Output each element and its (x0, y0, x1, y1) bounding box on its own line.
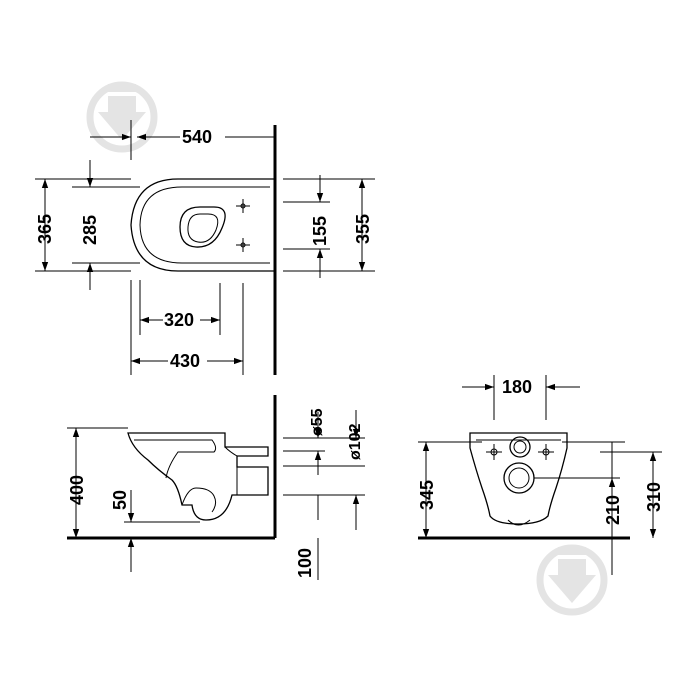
fixing-point-icon (486, 444, 502, 460)
side-view: 400 50 ø55 ø102 100 (67, 395, 365, 580)
bowl-inner-top (139, 186, 270, 264)
fixing-point-icon (236, 238, 250, 252)
top-view: 540 365 285 320 430 155 (35, 120, 375, 375)
dim-155-label: 155 (310, 216, 330, 246)
fixing-point-icon (538, 444, 554, 460)
watermark-logo-top (86, 81, 158, 153)
dim-320-label: 320 (164, 310, 194, 330)
bowl-outline-front (469, 432, 568, 525)
dim-285-label: 285 (80, 215, 100, 245)
dim-dia102-label: ø102 (347, 423, 364, 460)
dim-310-label: 310 (644, 482, 664, 512)
watermark-logo-bottom (536, 544, 608, 616)
dim-345-label: 345 (417, 480, 437, 510)
bowl-opening-top (179, 206, 226, 248)
fixing-point-icon (236, 199, 250, 213)
dim-180-label: 180 (502, 377, 532, 397)
dim-540-label: 540 (182, 127, 212, 147)
dim-100-label: 100 (295, 548, 315, 578)
dim-365-label: 365 (35, 214, 55, 244)
inlet-hole (509, 436, 531, 458)
dim-50-label: 50 (110, 490, 130, 510)
dim-dia55-label: ø55 (309, 408, 326, 436)
front-view: 180 345 210 310 (417, 375, 664, 575)
dim-400-label: 400 (67, 475, 87, 505)
dim-355-label: 355 (353, 214, 373, 244)
bowl-outline-top (130, 178, 275, 272)
bowl-outline-side (127, 432, 269, 521)
dim-430-label: 430 (170, 351, 200, 371)
dim-210-label: 210 (603, 495, 623, 525)
